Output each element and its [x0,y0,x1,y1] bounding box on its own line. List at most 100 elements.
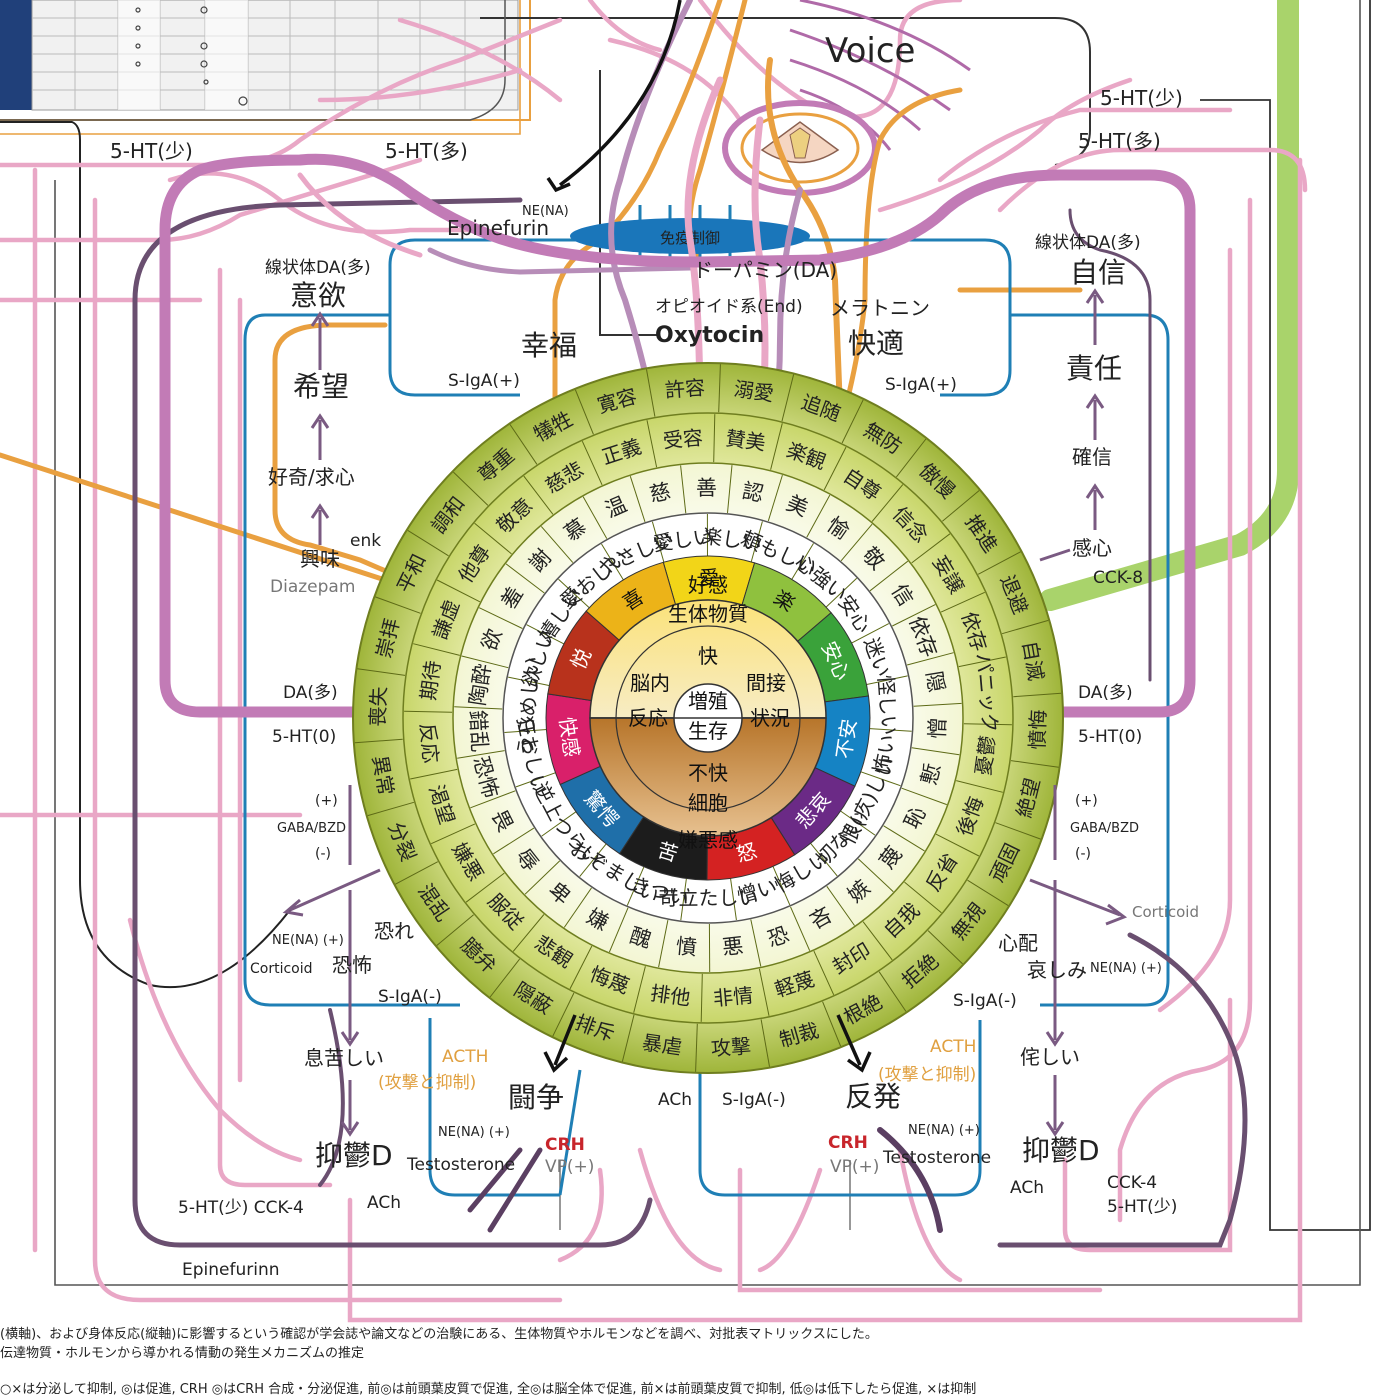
middle-ring-divider [626,861,647,906]
outer-ring-divider [489,958,520,998]
black-arrows [543,0,872,1073]
inner-ring-divider [608,907,629,953]
blue-pathways [243,205,1170,1197]
wheel-labels: 寛容許容溺愛追随無防傲慢推進退避自滅憤悔絶望頑固無視拒絶根絶制裁攻撃暴虐排斥隠蔽… [366,375,1051,1060]
footer-line-1: (横軸)、および身体反応(縦軸)に影響するという確認が学会誌や論文などの治験にあ… [0,1327,878,1342]
siga-plus-left: S-IgA(+) [448,371,520,391]
third-ring-label: 反応 [415,722,442,764]
outer-ring-divider [646,369,656,417]
osore-label: 恐れ [374,919,414,943]
third-ring-label: 受容 [662,425,704,452]
crh-left: CRH [545,1135,585,1155]
outer-ring-divider [1013,692,1062,698]
opioid-label: オピオイド系(End) [655,297,803,317]
testosterone-left: Testosterone [406,1155,515,1175]
middle-ring-divider [729,872,737,921]
inner-ring-divider [524,860,561,895]
third-ring-divider [633,966,646,1013]
kibou-label: 希望 [293,370,349,403]
gaba-right: GABA/BZD [1070,821,1139,836]
outer-ring-divider [695,1023,698,1072]
outer-ring-divider [1010,760,1059,768]
outer-ring-divider [760,1019,770,1067]
inner-ring-divider [906,652,954,666]
melatonin-label: メラトニン [830,296,930,320]
fukai-half [589,717,827,837]
ach-right: ACh [1010,1178,1044,1198]
ht-low-cck4: 5-HT(少) CCK-4 [178,1198,304,1218]
nounai-small: 脳内 [630,671,670,695]
outer-ring-divider [841,399,864,444]
enk-label: enk [350,531,381,551]
core-segment-label: 快感 [555,716,584,759]
inner-ring-divider [869,560,909,592]
outer-ring-divider [878,971,907,1012]
emotion-wheel: 増殖 生存 反応 状況 快 不快 生体物質 脳内 間接 細胞 寛容許容溺愛追随無… [352,362,1064,1074]
outer-ring-divider [453,471,489,506]
iyoku-label: 意欲 [290,279,346,312]
inner-ring-divider [629,476,646,523]
middle-ring-divider [846,623,890,647]
ht0-right: 5-HT(0) [1078,727,1142,747]
third-ring-divider [465,872,505,903]
middle-ring-divider [515,770,562,788]
ach-left: ACh [367,1193,401,1213]
inner-ring-label: 悪 [721,934,744,960]
middle-ring-divider [788,543,814,585]
plus-right: (+) [1075,793,1098,809]
ne-na-left: NE(NA) (+) [272,933,344,948]
inner-ring-divider [883,825,925,852]
third-ring-label: 期待 [416,659,445,702]
outer-ring-divider [395,861,439,885]
tousou-label: 闘争 [508,1081,564,1114]
outer-ring-divider [375,596,421,614]
kai-half [589,599,827,719]
middle-ring-divider [508,676,556,688]
inner-ring-label: 錯乱 [465,710,491,753]
ne-na-right: NE(NA) (+) [1090,961,1162,976]
outer-ring-divider [1001,619,1049,635]
inner-ring-label: 善 [696,476,717,500]
kanshin-label: 感心 [1072,536,1112,560]
outer-ring-divider [357,668,406,676]
da-high-right: DA(多) [1078,683,1133,703]
da-high-left: DA(多) [283,683,338,703]
outer-ring-divider [995,822,1041,840]
inner-ring-divider [658,920,669,968]
inner-ring-divider [750,919,762,967]
kaiteki-label: 快適 [848,327,904,360]
middle-ring-divider [526,624,570,648]
inner-ring-divider [563,887,592,928]
inner-ring-divider [901,787,947,806]
wabishii-label: 侘しい [1020,1045,1080,1069]
outer-ring-label: 許容 [664,375,706,402]
inner-ring-divider [505,563,545,594]
siga-minus-right: S-IgA(-) [953,991,1017,1011]
axis-right-label: 状況 [750,706,790,730]
third-ring-divider [646,420,658,468]
inner-ring-label: 陶酔 [465,662,495,707]
mid-label: 嫌悪感 [678,828,738,852]
epinefurinn-label: Epinefurinn [182,1260,280,1280]
diazepam-label: Diazepam [270,577,355,597]
third-ring-divider [581,440,603,486]
kofuku-label: 幸福 [521,329,577,362]
inner-ring-divider [457,750,505,759]
inner-ring-divider [493,827,535,855]
ach-center: ACh [658,1090,692,1110]
outer-ring-divider [436,914,474,946]
ne-na-bottom-right: NE(NA) (+) [908,1123,980,1138]
middle-ring-label: 苛立たしい [658,886,758,910]
inner-ring-divider [454,706,503,710]
gaba-left: GABA/BZD [277,821,346,836]
koukishin-label: 好奇/求心 [268,465,355,489]
siga-minus-center: S-IgA(-) [722,1090,786,1110]
middle-ring-divider [558,578,595,613]
inner-ring-label: 慈 [647,479,673,507]
inner-ring-divider [840,523,873,562]
outer-ring-divider [621,1014,635,1062]
middle-ring-divider [806,838,838,877]
third-ring-label: 憂鬱 [971,734,1000,777]
outer-ring-divider [927,930,963,965]
